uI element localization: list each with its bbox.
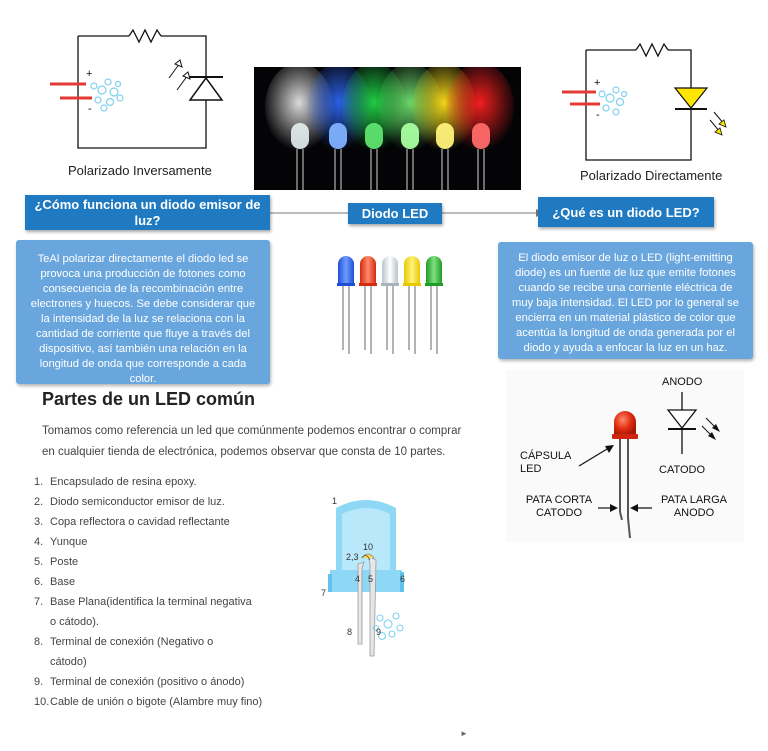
- reverse-circuit-diagram: + -: [50, 28, 224, 149]
- svg-text:-: -: [88, 103, 92, 115]
- right-question-box: ¿Qué es un diodo LED?: [538, 197, 714, 227]
- list-item: 6.Base: [34, 576, 76, 588]
- right-text: El diodo emisor de luz o LED (light-emit…: [512, 252, 739, 354]
- led-photo: [254, 67, 521, 190]
- anatomy-num-6: 6: [400, 574, 405, 584]
- led-symbol-graphic: [578, 392, 720, 539]
- svg-text:+: +: [86, 68, 92, 80]
- direct-caption: Polarizado Directamente: [580, 168, 723, 183]
- list-item: 1.Encapsulado de resina epoxy.: [34, 476, 197, 488]
- anatomy-num-1: 1: [332, 496, 337, 506]
- right-question: ¿Qué es un diodo LED?: [552, 204, 700, 220]
- list-item: 3.Copa reflectora o cavidad reflectante: [34, 516, 230, 528]
- capsula-label: CÁPSULA LED: [520, 450, 571, 475]
- led-anatomy-graphic: 1 10 2,3 4 5 6 7 8 9: [321, 496, 405, 657]
- cursor-mark-icon: ►: [460, 729, 468, 738]
- anatomy-num-4: 4: [355, 574, 360, 584]
- led-symbol-panel: ANODO CATODO CÁPSULA LED PATA CORTA CATO…: [506, 370, 744, 542]
- led-photo-graphic: [265, 67, 514, 190]
- svg-text:-: -: [596, 109, 600, 121]
- parts-list: 1.Encapsulado de resina epoxy. 2.Diodo s…: [34, 472, 272, 712]
- list-item: 8.Terminal de conexión (Negativo o cátod…: [34, 636, 214, 668]
- catodo-label: CATODO: [659, 464, 706, 476]
- battery-bubbles-right: [598, 86, 628, 116]
- svg-text:+: +: [594, 77, 600, 89]
- left-text-box: TeAl polarizar directamente el diodo led…: [16, 240, 270, 385]
- list-item: 10.Cable de unión o bigote (Alambre muy …: [34, 696, 263, 708]
- left-question-box: ¿Cómo funciona un diodo emisor de luz?: [25, 195, 270, 230]
- anatomy-num-9: 9: [376, 627, 381, 637]
- page-title: Diodo LED: [361, 206, 429, 221]
- title-box: Diodo LED: [348, 203, 442, 224]
- battery-bubbles-left: [90, 78, 124, 112]
- anatomy-num-5: 5: [368, 574, 373, 584]
- left-text: TeAl polarizar directamente el diodo led…: [30, 253, 256, 385]
- left-question: ¿Cómo funciona un diodo emisor de luz?: [34, 196, 261, 228]
- list-item: 4.Yunque: [34, 536, 88, 548]
- small-leds: [336, 254, 448, 358]
- reverse-circuit: + -: [44, 20, 234, 160]
- anatomy-num-23: 2,3: [346, 552, 359, 562]
- direct-circuit-diagram: + -: [562, 42, 727, 161]
- anodo-label: ANODO: [662, 376, 703, 388]
- anatomy-num-8: 8: [347, 627, 352, 637]
- anatomy-num-10: 10: [363, 542, 373, 552]
- right-text-box: El diodo emisor de luz o LED (light-emit…: [498, 242, 753, 359]
- pata-larga-label: PATA LARGA ANODO: [660, 494, 728, 519]
- list-item: 5.Poste: [34, 556, 79, 568]
- reverse-caption: Polarizado Inversamente: [68, 163, 212, 178]
- list-item: 9.Terminal de conexión (positivo o ánodo…: [34, 676, 245, 688]
- parts-title: Partes de un LED común: [42, 389, 256, 409]
- anatomy-num-7: 7: [321, 588, 326, 598]
- small-leds-graphic: [337, 256, 443, 354]
- direct-circuit: + -: [556, 36, 746, 166]
- pata-corta-label: PATA CORTA CATODO: [525, 494, 593, 519]
- led-anatomy: 1 10 2,3 4 5 6 7 8 9: [318, 494, 418, 664]
- list-item: 2.Diodo semiconductor emisor de luz.: [34, 496, 225, 508]
- list-item: 7.Base Plana(identifica la terminal nega…: [34, 596, 252, 628]
- parts-intro: Tomamos como referencia un led que común…: [42, 425, 462, 458]
